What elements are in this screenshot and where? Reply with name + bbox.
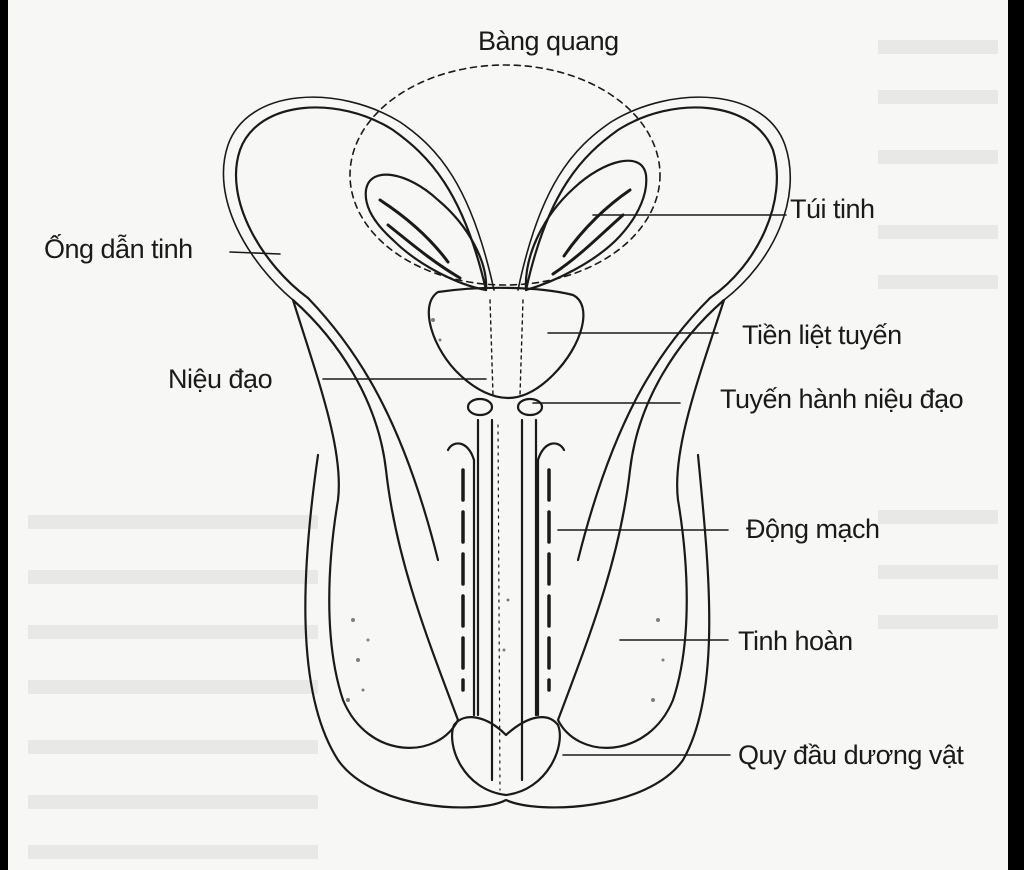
right-vas-deferens [524, 106, 778, 300]
label-bladder: Bàng quang [478, 26, 619, 56]
anatomy-drawing [28, 40, 998, 859]
penis-shaft [446, 442, 566, 717]
label-vas-deferens: Ống dẫn tinh [44, 234, 193, 264]
left-vas-deferens [234, 106, 488, 300]
label-seminal-vesicle: Túi tinh [790, 194, 875, 224]
prostate [427, 286, 585, 400]
left-testis [291, 298, 460, 749]
bladder-outline [349, 64, 661, 286]
label-urethra: Niệu đạo [168, 364, 273, 394]
label-artery: Động mạch [746, 514, 880, 544]
label-testis: Tinh hoàn [738, 626, 853, 656]
label-prostate: Tiền liệt tuyến [742, 320, 902, 350]
label-glans: Quy đầu dương vật [738, 740, 964, 770]
leader-lines [229, 214, 787, 756]
bleed-through-texture [28, 40, 998, 859]
stipple-texture [346, 318, 665, 702]
right-seminal-vesicle [524, 159, 648, 292]
glans [451, 716, 561, 797]
scrotum-outline [304, 453, 711, 809]
label-bulbourethral-gland: Tuyến hành niệu đạo [720, 384, 964, 414]
right-testis [556, 298, 726, 749]
diagram-figure: Bàng quang Ống dẫn tinh Túi tinh Tiền li… [8, 0, 1008, 870]
left-seminal-vesicle [364, 173, 488, 292]
